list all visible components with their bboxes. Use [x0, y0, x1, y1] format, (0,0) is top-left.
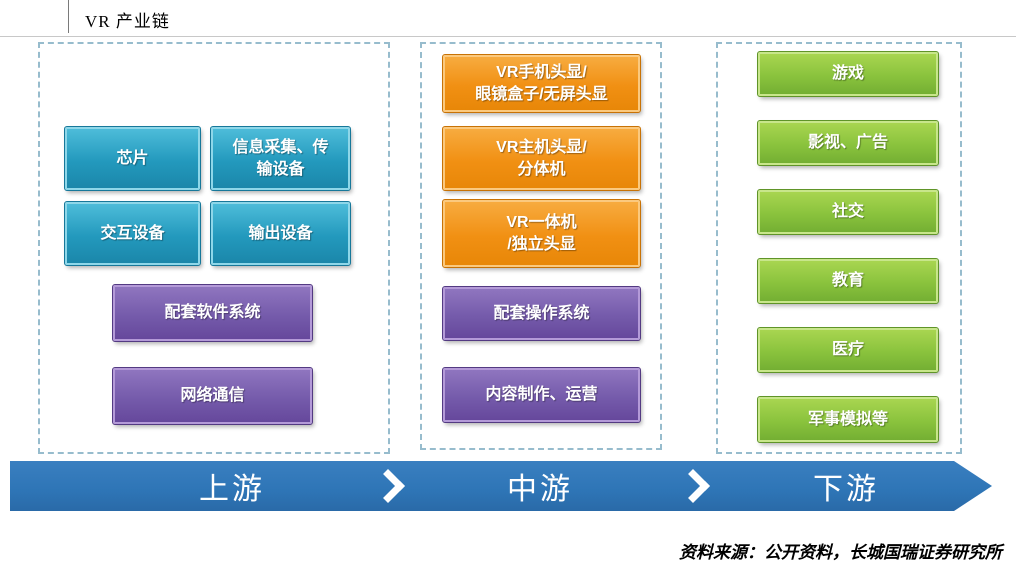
upstream-panel [38, 42, 390, 454]
box-film-advertising: 影视、广告 [757, 120, 939, 166]
box-military-simulation: 军事模拟等 [757, 396, 939, 443]
title-left-tick [68, 0, 69, 33]
box-supporting-software-system: 配套软件系统 [112, 284, 313, 342]
box-chip: 芯片 [64, 126, 201, 191]
box-info-collection-transmission: 信息采集、传 输设备 [210, 126, 351, 191]
box-output-device: 输出设备 [210, 201, 351, 266]
box-games: 游戏 [757, 51, 939, 97]
box-medical: 医疗 [757, 327, 939, 373]
box-social: 社交 [757, 189, 939, 235]
box-operating-system: 配套操作系统 [442, 286, 641, 341]
page-title: VR 产业链 [85, 12, 170, 31]
chevron-right-icon [676, 469, 710, 503]
downstream-panel [716, 42, 962, 454]
stage-arrow-band: 上游 中游 下游 [10, 461, 992, 511]
top-divider [0, 36, 1016, 37]
band-label-midstream: 中游 [507, 473, 573, 506]
midstream-panel [420, 42, 662, 450]
chevron-right-icon [371, 469, 405, 503]
box-vr-mobile-hmd: VR手机头显/ 眼镜盒子/无屏头显 [442, 54, 641, 113]
box-education: 教育 [757, 258, 939, 304]
box-interaction-device: 交互设备 [64, 201, 201, 266]
band-label-downstream: 下游 [813, 473, 879, 506]
source-note: 资料来源：公开资料，长城国瑞证券研究所 [679, 543, 1002, 562]
band-label-upstream: 上游 [199, 473, 265, 506]
box-vr-all-in-one: VR一体机 /独立头显 [442, 199, 641, 268]
box-content-production-operation: 内容制作、运营 [442, 367, 641, 423]
box-vr-host-hmd: VR主机头显/ 分体机 [442, 126, 641, 191]
box-network-communication: 网络通信 [112, 367, 313, 425]
